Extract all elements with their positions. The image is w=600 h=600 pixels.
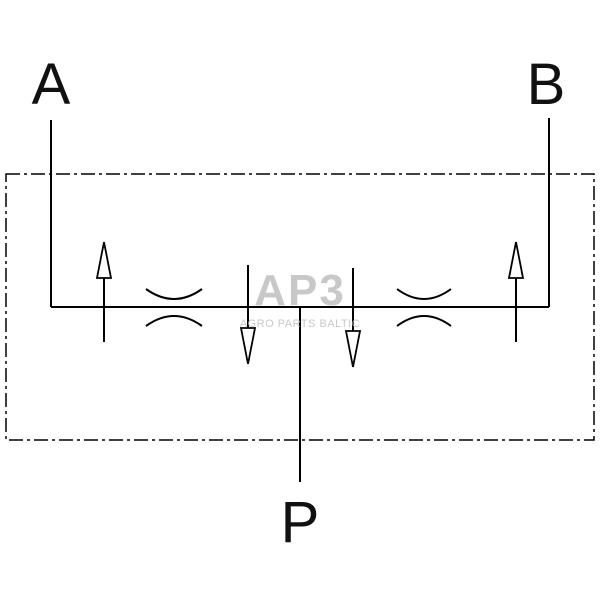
left-throttle-symbol bbox=[145, 288, 203, 327]
port-b-label: B bbox=[527, 52, 566, 117]
watermark-logo: AP3 AGRO PARTS BALTIC bbox=[240, 266, 360, 330]
center-left-down-arrow-icon bbox=[239, 265, 257, 365]
left-up-arrow-icon bbox=[95, 241, 113, 342]
port-p-label: P bbox=[281, 490, 320, 555]
right-throttle-symbol bbox=[396, 288, 452, 327]
port-a-label: A bbox=[32, 52, 71, 117]
watermark-logo-text: AP3 bbox=[254, 266, 346, 315]
right-up-arrow-icon bbox=[507, 241, 525, 342]
watermark-tagline: AGRO PARTS BALTIC bbox=[240, 318, 360, 330]
center-right-down-arrow-icon bbox=[344, 268, 362, 368]
valve-body-outline bbox=[5, 173, 595, 441]
